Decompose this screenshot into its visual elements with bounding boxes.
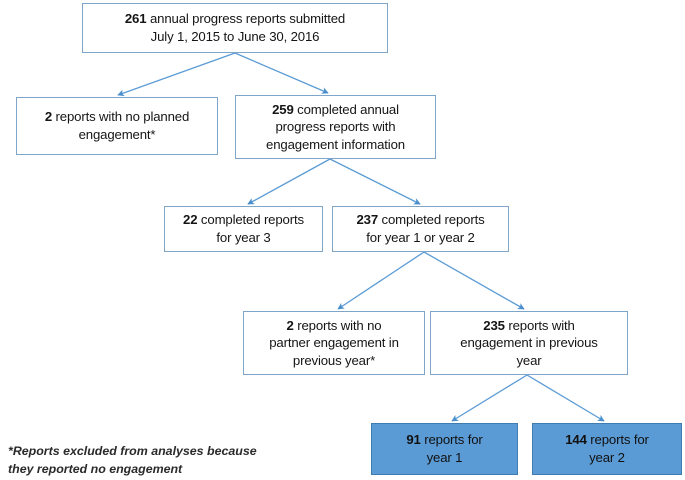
connector-completed-to-year3 xyxy=(247,158,331,205)
node-count: 237 xyxy=(356,212,379,228)
connector-engagement-to-year2 xyxy=(526,374,605,422)
node-count: 2 xyxy=(286,317,294,333)
node-count: 91 xyxy=(406,432,421,448)
node-count: 2 xyxy=(44,109,53,125)
connector-year12-to-no-partner xyxy=(337,251,425,310)
connector-total-to-completed xyxy=(234,52,329,94)
node-count: 261 xyxy=(124,11,147,27)
footnote-line-2: they reported no engagement xyxy=(8,461,183,476)
connector-engagement-to-year1 xyxy=(451,374,528,422)
connector-total-to-no-planned xyxy=(117,52,236,97)
connector-year12-to-engagement xyxy=(423,251,525,310)
node-count: 259 xyxy=(272,101,294,117)
connector-completed-to-year12 xyxy=(329,158,421,205)
node-count: 235 xyxy=(483,317,505,333)
node-count: 144 xyxy=(565,432,587,448)
footnote-excluded-reports: *Reports excluded from analyses because … xyxy=(8,443,268,479)
node-count: 22 xyxy=(183,212,198,228)
footnote-line-1: *Reports excluded from analyses because xyxy=(8,444,257,458)
